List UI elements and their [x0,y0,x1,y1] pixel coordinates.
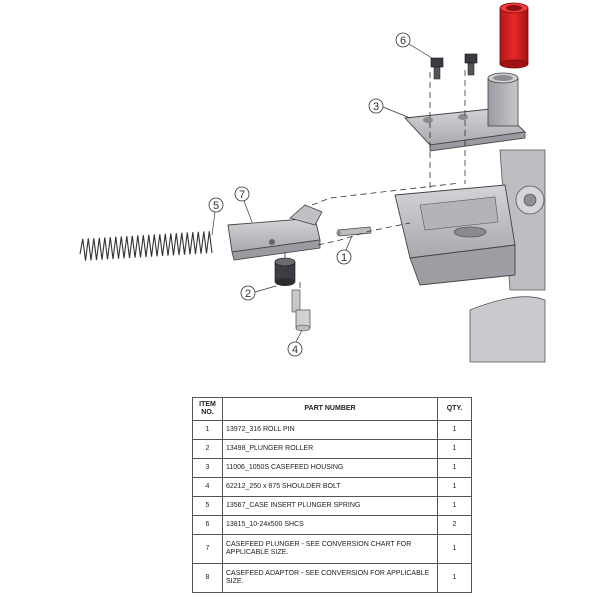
callout-1: 1 [336,235,353,265]
shoulder-bolt-part [291,289,311,332]
header-part-number: PART NUMBER [222,397,438,421]
red-adaptor-part [499,2,529,69]
cell-part: 11006_1050S CASEFEED HOUSING [222,458,438,478]
callout-3-label: 3 [373,101,379,113]
table-row: 1 13972_316 ROLL PIN 1 [192,420,472,440]
cell-qty: 1 [437,458,472,478]
table-header-row: ITEM NO. PART NUMBER QTY. [192,397,472,421]
callout-4: 4 [287,329,303,357]
header-qty: QTY. [437,397,472,421]
casefeed-housing-part [394,184,516,286]
callout-5: 5 [208,197,224,236]
cell-part: 13498_PLUNGER ROLLER [222,439,438,459]
cell-item: 4 [192,477,223,497]
cell-item: 1 [192,420,223,440]
table-row: 5 13567_CASE INSERT PLUNGER SPRING 1 [192,496,472,516]
cell-part: 13972_316 ROLL PIN [222,420,438,440]
cell-qty: 1 [437,477,472,497]
table-row: 6 13815_10-24x500 SHCS 2 [192,515,472,535]
callout-2: 2 [240,285,277,301]
callout-5-label: 5 [213,200,219,212]
cell-item: 6 [192,515,223,535]
cell-qty: 1 [437,563,472,593]
table-row: 7 CASEFEED PLUNGER - SEE CONVERSION CHAR… [192,534,472,564]
callout-2-label: 2 [245,288,251,300]
table-row: 4 62212_250 x 875 SHOULDER BOLT 1 [192,477,472,497]
cell-part: 13567_CASE INSERT PLUNGER SPRING [222,496,438,516]
callout-7: 7 [234,186,253,223]
cell-item: 8 [192,563,223,593]
callout-3: 3 [368,98,411,119]
header-item-no: ITEM NO. [192,397,223,421]
cell-part: CASEFEED PLUNGER - SEE CONVERSION CHART … [222,534,438,564]
shcs-screws-part [430,53,478,80]
callout-7-label: 7 [239,189,245,201]
callout-1-label: 1 [341,252,347,264]
cell-part: CASEFEED ADAPTOR - SEE CONVERSION FOR AP… [222,563,438,593]
plunger-roller-part [274,257,296,286]
cell-part: 13815_10-24x500 SHCS [222,515,438,535]
cell-qty: 2 [437,515,472,535]
cell-item: 5 [192,496,223,516]
cell-qty: 1 [437,420,472,440]
adaptor-plate-part [404,72,526,152]
bill-of-materials-table: ITEM NO. PART NUMBER QTY. 1 13972_316 RO… [192,397,472,593]
cell-qty: 1 [437,534,472,564]
cell-item: 7 [192,534,223,564]
assembly-lines [284,70,466,290]
cell-part: 62212_250 x 875 SHOULDER BOLT [222,477,438,497]
table-row: 8 CASEFEED ADAPTOR - SEE CONVERSION FOR … [192,563,472,593]
callout-6: 6 [395,32,433,59]
roll-pin-part [336,226,372,237]
cell-item: 3 [192,458,223,478]
callout-4-label: 4 [292,344,298,356]
cell-qty: 1 [437,496,472,516]
exploded-assembly-diagram: 1 2 3 4 5 6 7 [79,2,546,363]
cell-qty: 1 [437,439,472,459]
plunger-spring-part [79,231,213,261]
casefeed-plunger-part [227,204,323,261]
cell-item: 2 [192,439,223,459]
callout-6-label: 6 [400,35,406,47]
table-row: 2 13498_PLUNGER ROLLER 1 [192,439,472,459]
table-row: 3 11006_1050S CASEFEED HOUSING 1 [192,458,472,478]
